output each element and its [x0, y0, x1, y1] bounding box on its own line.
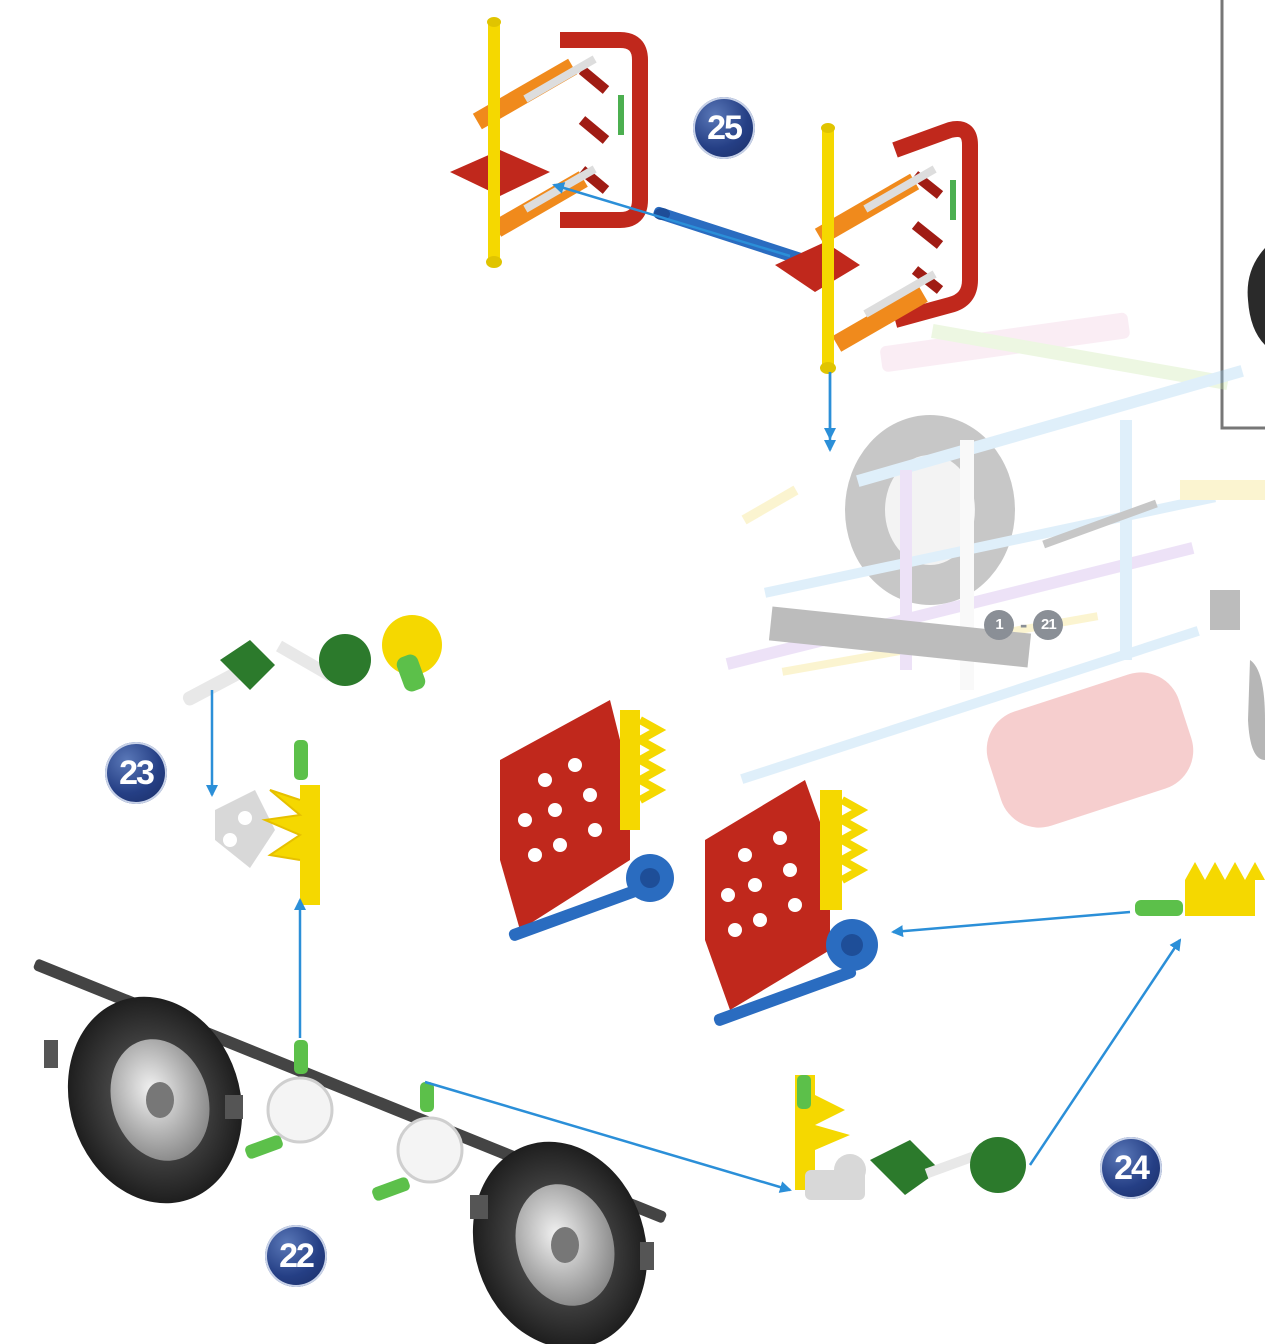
- step-number-25: 25: [693, 97, 755, 159]
- step23-top-assembly: [181, 615, 442, 708]
- range-start-badge: 1: [984, 610, 1014, 640]
- step-number-24: 24: [1100, 1137, 1162, 1199]
- arrow-step24-up: [1030, 940, 1180, 1165]
- step-number-23: 23: [105, 742, 167, 804]
- previous-steps-range: 1 - 21: [984, 608, 1063, 642]
- left-red-panel: [500, 700, 674, 942]
- step25-left-frame: [450, 17, 640, 268]
- step23-bottom-assembly: [215, 740, 320, 905]
- step-number-22: 22: [265, 1225, 327, 1287]
- right-red-panel: [705, 780, 878, 1027]
- step25-blue-rod: [652, 206, 808, 267]
- range-separator: -: [1020, 610, 1027, 640]
- range-end-badge: 21: [1033, 610, 1063, 640]
- step24-assembly: [795, 862, 1265, 1200]
- faded-model: [726, 312, 1265, 838]
- arrow-to-blue-connector: [893, 912, 1130, 932]
- inset-frame: [1222, 0, 1265, 428]
- step22-axle-assembly: [33, 958, 674, 1344]
